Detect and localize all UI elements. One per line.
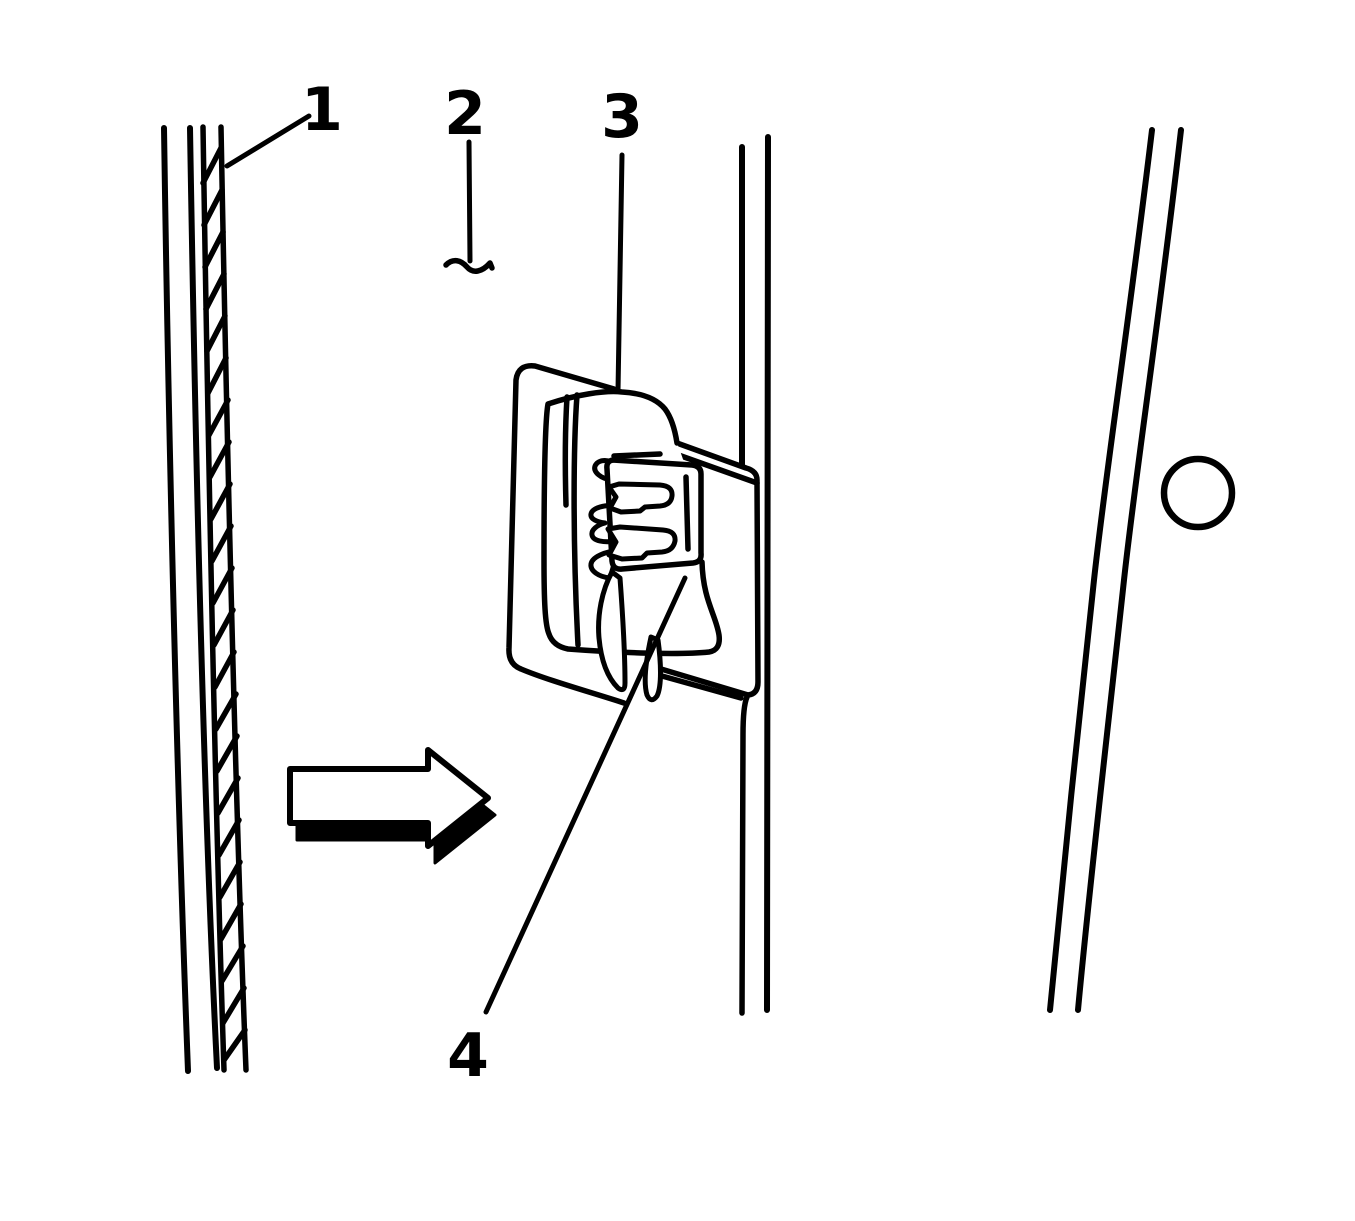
base-plate-outline [506,363,627,706]
weatherstrip-hatched-strip [200,124,249,1073]
strip-right-edge [218,124,249,1073]
door-edge-panel-lines [161,125,220,1074]
center-panel-lines [739,134,771,1013]
callout-2-label: 2 [444,79,486,149]
callout-labels: 1 2 3 4 [301,75,643,1091]
wing-lower-pennant [596,569,628,693]
callout-4-leader [483,575,688,1015]
callout-4-label: 4 [447,1021,489,1091]
center-panel-right-line [764,134,771,1013]
prong-head-fold-line [683,474,691,552]
callout-1-leader [224,113,312,169]
mounting-plate-outline [648,431,761,698]
pillar-hole [1160,455,1236,531]
pillar-panel [1047,127,1236,1013]
pillar-right-line [1075,127,1184,1013]
prong-head-top-thickness-line [611,451,663,459]
prong-head-outline [604,457,704,572]
strip-hatching [200,145,248,1063]
callout-2-leader [466,139,473,264]
door-edge-inner-line [187,125,220,1071]
prong-slot-upper [606,481,675,515]
prong-slot-lower [605,524,678,562]
callout-1-label: 1 [301,75,343,145]
retainer-body-front-crease [571,392,581,648]
center-panel-left-line-lower [739,694,750,1016]
door-edge-outer-line [161,125,191,1074]
retainer-body-outline [541,388,723,657]
retainer-prong-head [604,451,704,572]
callout-3-label: 3 [601,82,643,152]
installation-direction-arrow [287,747,497,865]
mounting-plate-bottom-thickness-line [659,673,744,701]
retainer-body-front-crease-short [562,394,570,508]
callout-2-squiggle [443,257,495,274]
callout-3-leader [615,152,625,394]
pillar-left-line [1047,127,1155,1013]
callout-leaders [224,113,688,1015]
arrow-shape [287,747,491,849]
